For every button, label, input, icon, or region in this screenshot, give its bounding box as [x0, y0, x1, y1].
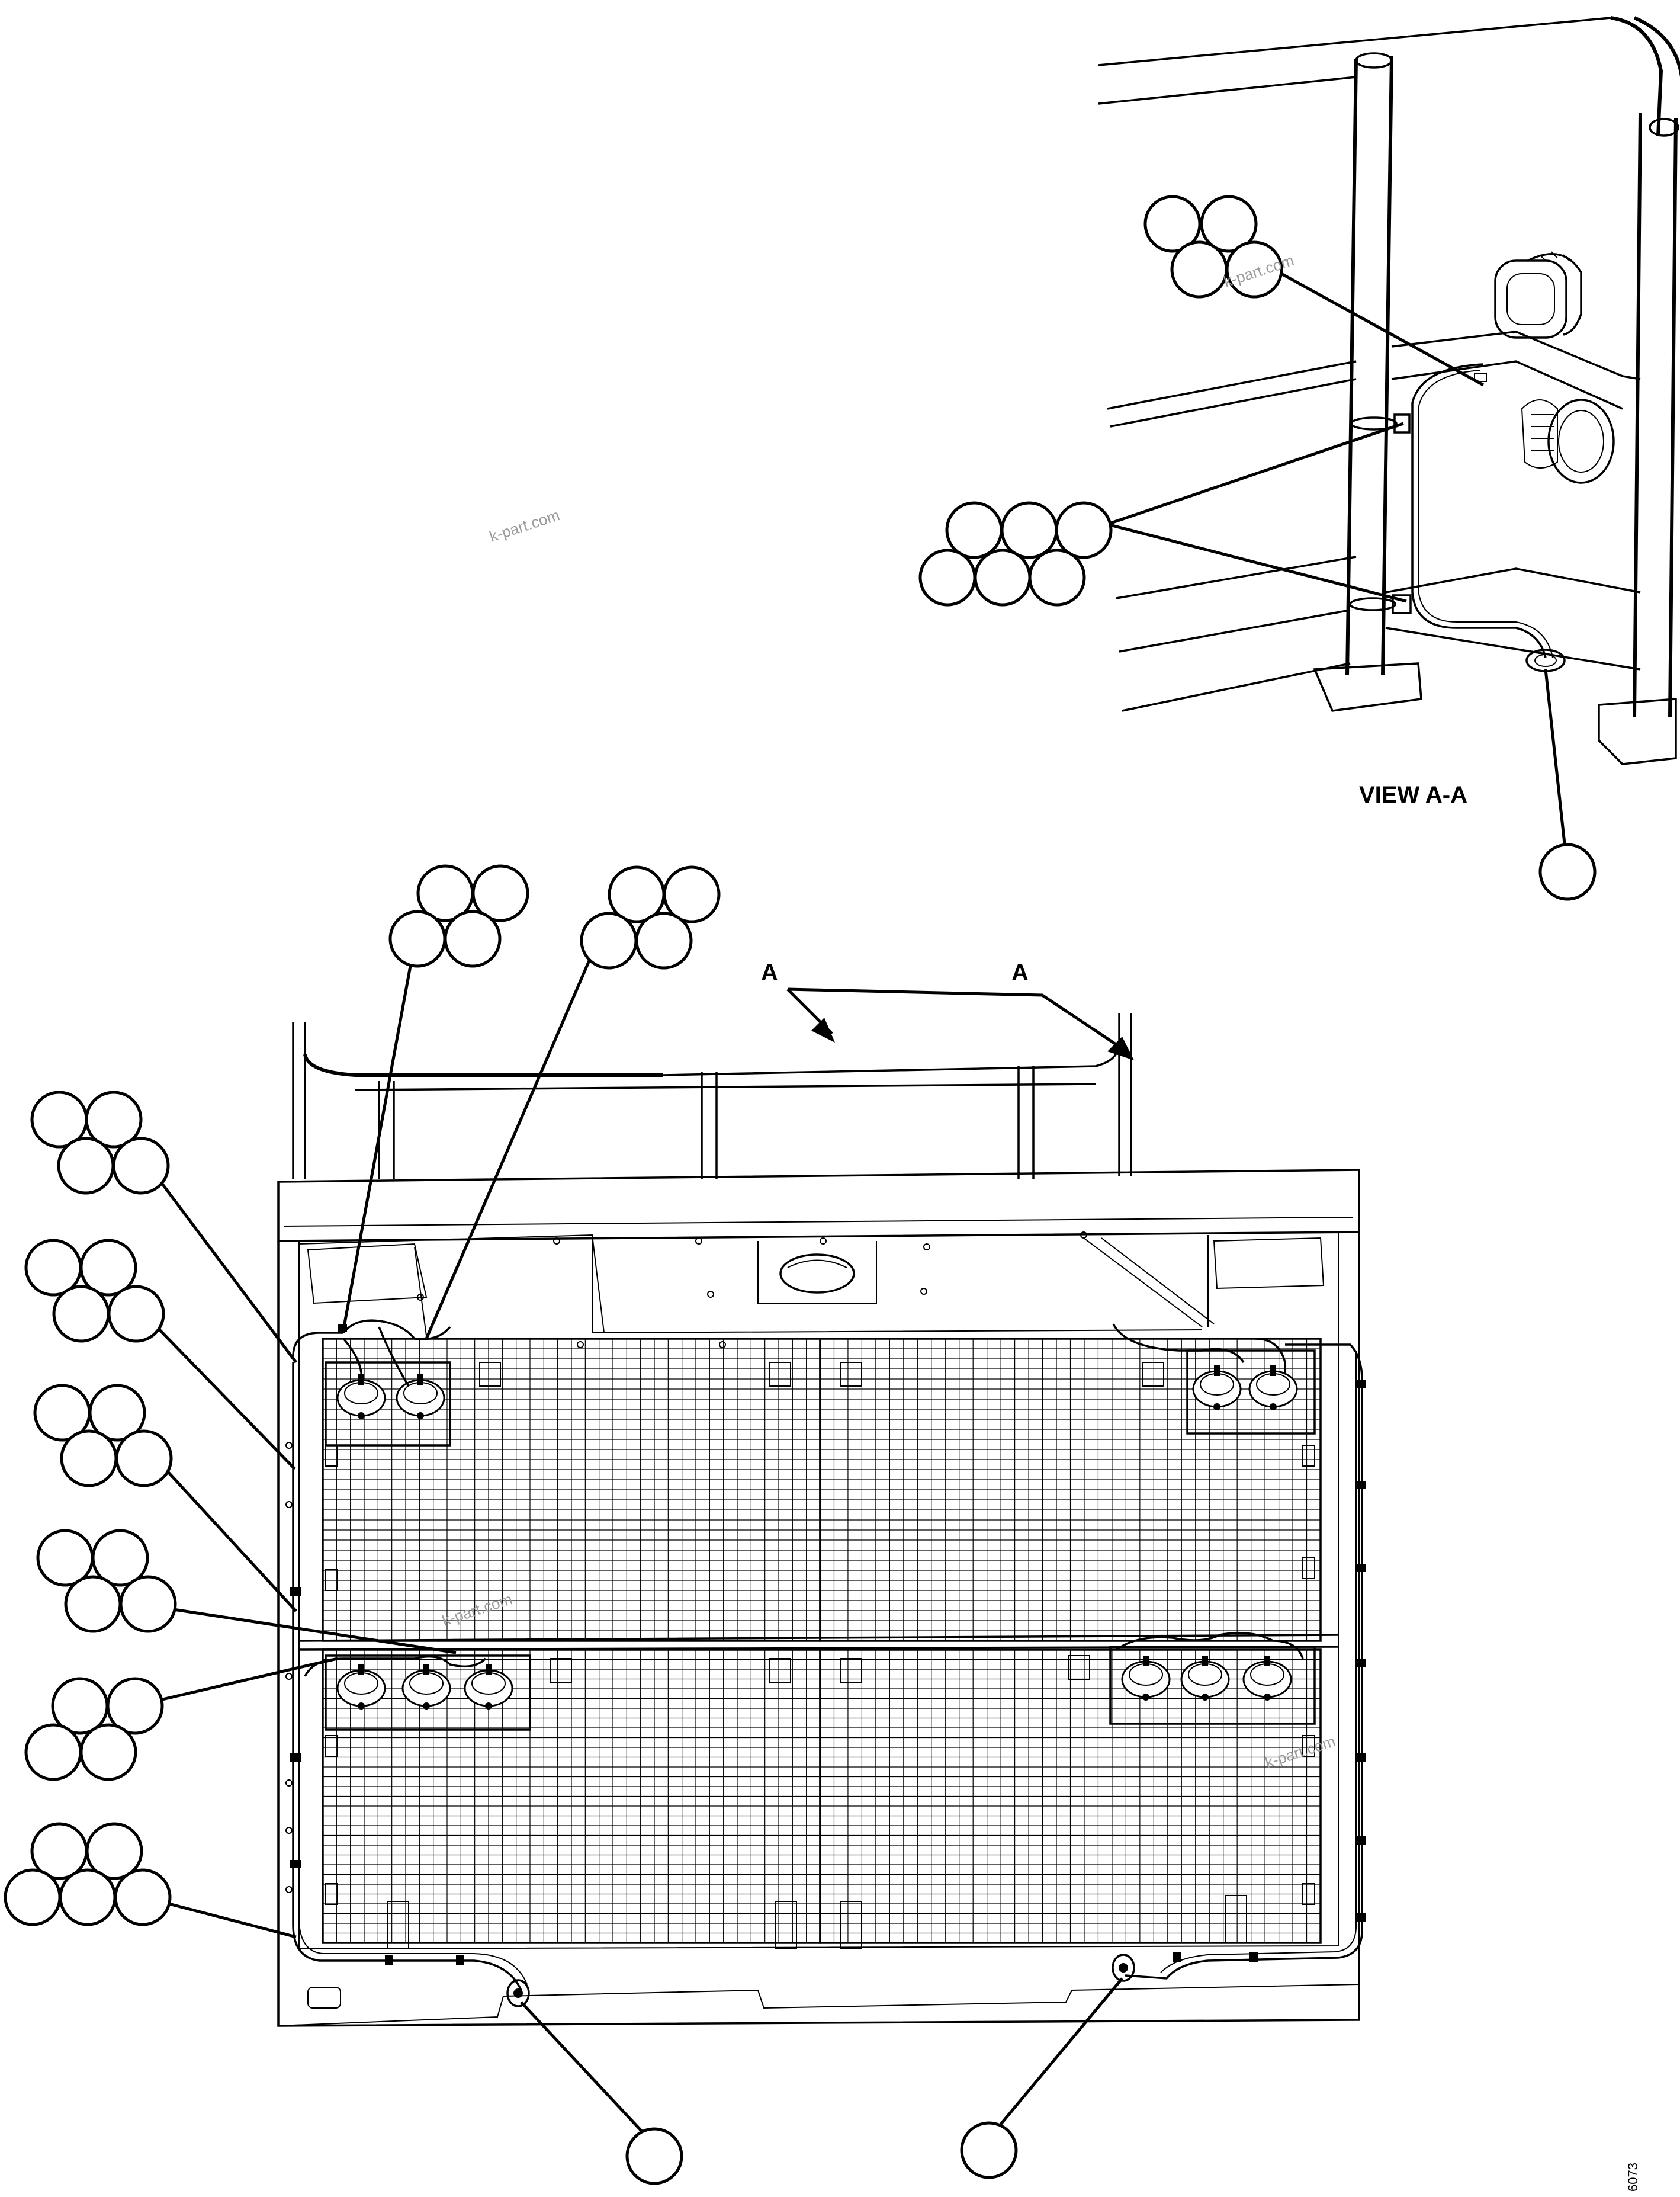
- valve-actuator: [336, 1669, 386, 1707]
- callout-balloon: [444, 910, 502, 968]
- callout-balloon: [918, 549, 976, 607]
- callout-balloon: [471, 864, 529, 922]
- callout-balloon: [91, 1529, 149, 1587]
- view-label: VIEW A-A: [1359, 782, 1467, 808]
- callout-balloon: [79, 1239, 137, 1297]
- section-mark-right: A: [1011, 960, 1029, 986]
- valve-actuator: [1192, 1370, 1242, 1408]
- watermark: k-part.com: [1263, 1732, 1338, 1771]
- callout-balloon: [79, 1723, 137, 1781]
- callout-balloon: [625, 2127, 683, 2185]
- valve-set: [336, 1365, 1298, 1710]
- drawing-code: 6073: [1626, 2163, 1640, 2192]
- callout-balloon: [4, 1868, 62, 1926]
- callout-balloon: [1200, 195, 1258, 253]
- valve-actuator: [1180, 1660, 1230, 1698]
- callout-balloon: [960, 2121, 1018, 2179]
- watermark: k-part.com: [440, 1590, 515, 1629]
- callout-balloon: [1538, 843, 1597, 901]
- valve-actuator: [336, 1379, 386, 1417]
- callout-balloon: [85, 1091, 143, 1149]
- callout-balloon: [974, 549, 1032, 607]
- callout-balloon: [60, 1429, 118, 1487]
- radiator-grid: [323, 1339, 1321, 1943]
- callout-balloon: [635, 912, 693, 970]
- callout-balloon: [112, 1137, 170, 1195]
- callout-balloon: [88, 1384, 146, 1442]
- callout-balloon: [1225, 240, 1283, 299]
- callout-balloon: [1170, 240, 1228, 299]
- callout-balloon: [64, 1575, 122, 1633]
- callout-balloon: [1143, 195, 1202, 253]
- callout-balloon: [57, 1137, 115, 1195]
- callout-balloon: [107, 1285, 165, 1343]
- callout-balloon: [85, 1822, 143, 1880]
- leader-lines: [147, 271, 1569, 2140]
- callout-balloon: [388, 910, 446, 968]
- callout-balloon: [115, 1429, 173, 1487]
- callout-balloon: [24, 1723, 82, 1781]
- callout-balloons: [4, 195, 1597, 2185]
- callout-balloon: [663, 865, 721, 923]
- valve-actuator: [1121, 1660, 1171, 1698]
- callout-balloon: [52, 1285, 110, 1343]
- callout-balloon: [59, 1868, 117, 1926]
- main-view-rear-panel: [277, 1013, 1366, 2027]
- valve-actuator: [1242, 1660, 1292, 1698]
- callout-balloon: [106, 1677, 164, 1735]
- valve-actuator: [464, 1669, 513, 1707]
- section-mark-left: A: [761, 960, 778, 986]
- callout-balloon: [580, 912, 638, 970]
- valve-actuator: [396, 1379, 445, 1417]
- view-a-a-detail: [1098, 16, 1680, 765]
- valve-actuator: [401, 1669, 451, 1707]
- callout-balloon: [1055, 501, 1113, 559]
- watermark: k-part.com: [487, 506, 562, 545]
- callout-balloon: [119, 1575, 177, 1633]
- section-a-a-marker: A A: [761, 960, 1134, 1060]
- valve-actuator: [1248, 1370, 1298, 1408]
- callout-balloon: [114, 1868, 172, 1926]
- callout-balloon: [1028, 549, 1086, 607]
- callout-balloon: [1000, 501, 1058, 559]
- callout-balloon: [945, 501, 1003, 559]
